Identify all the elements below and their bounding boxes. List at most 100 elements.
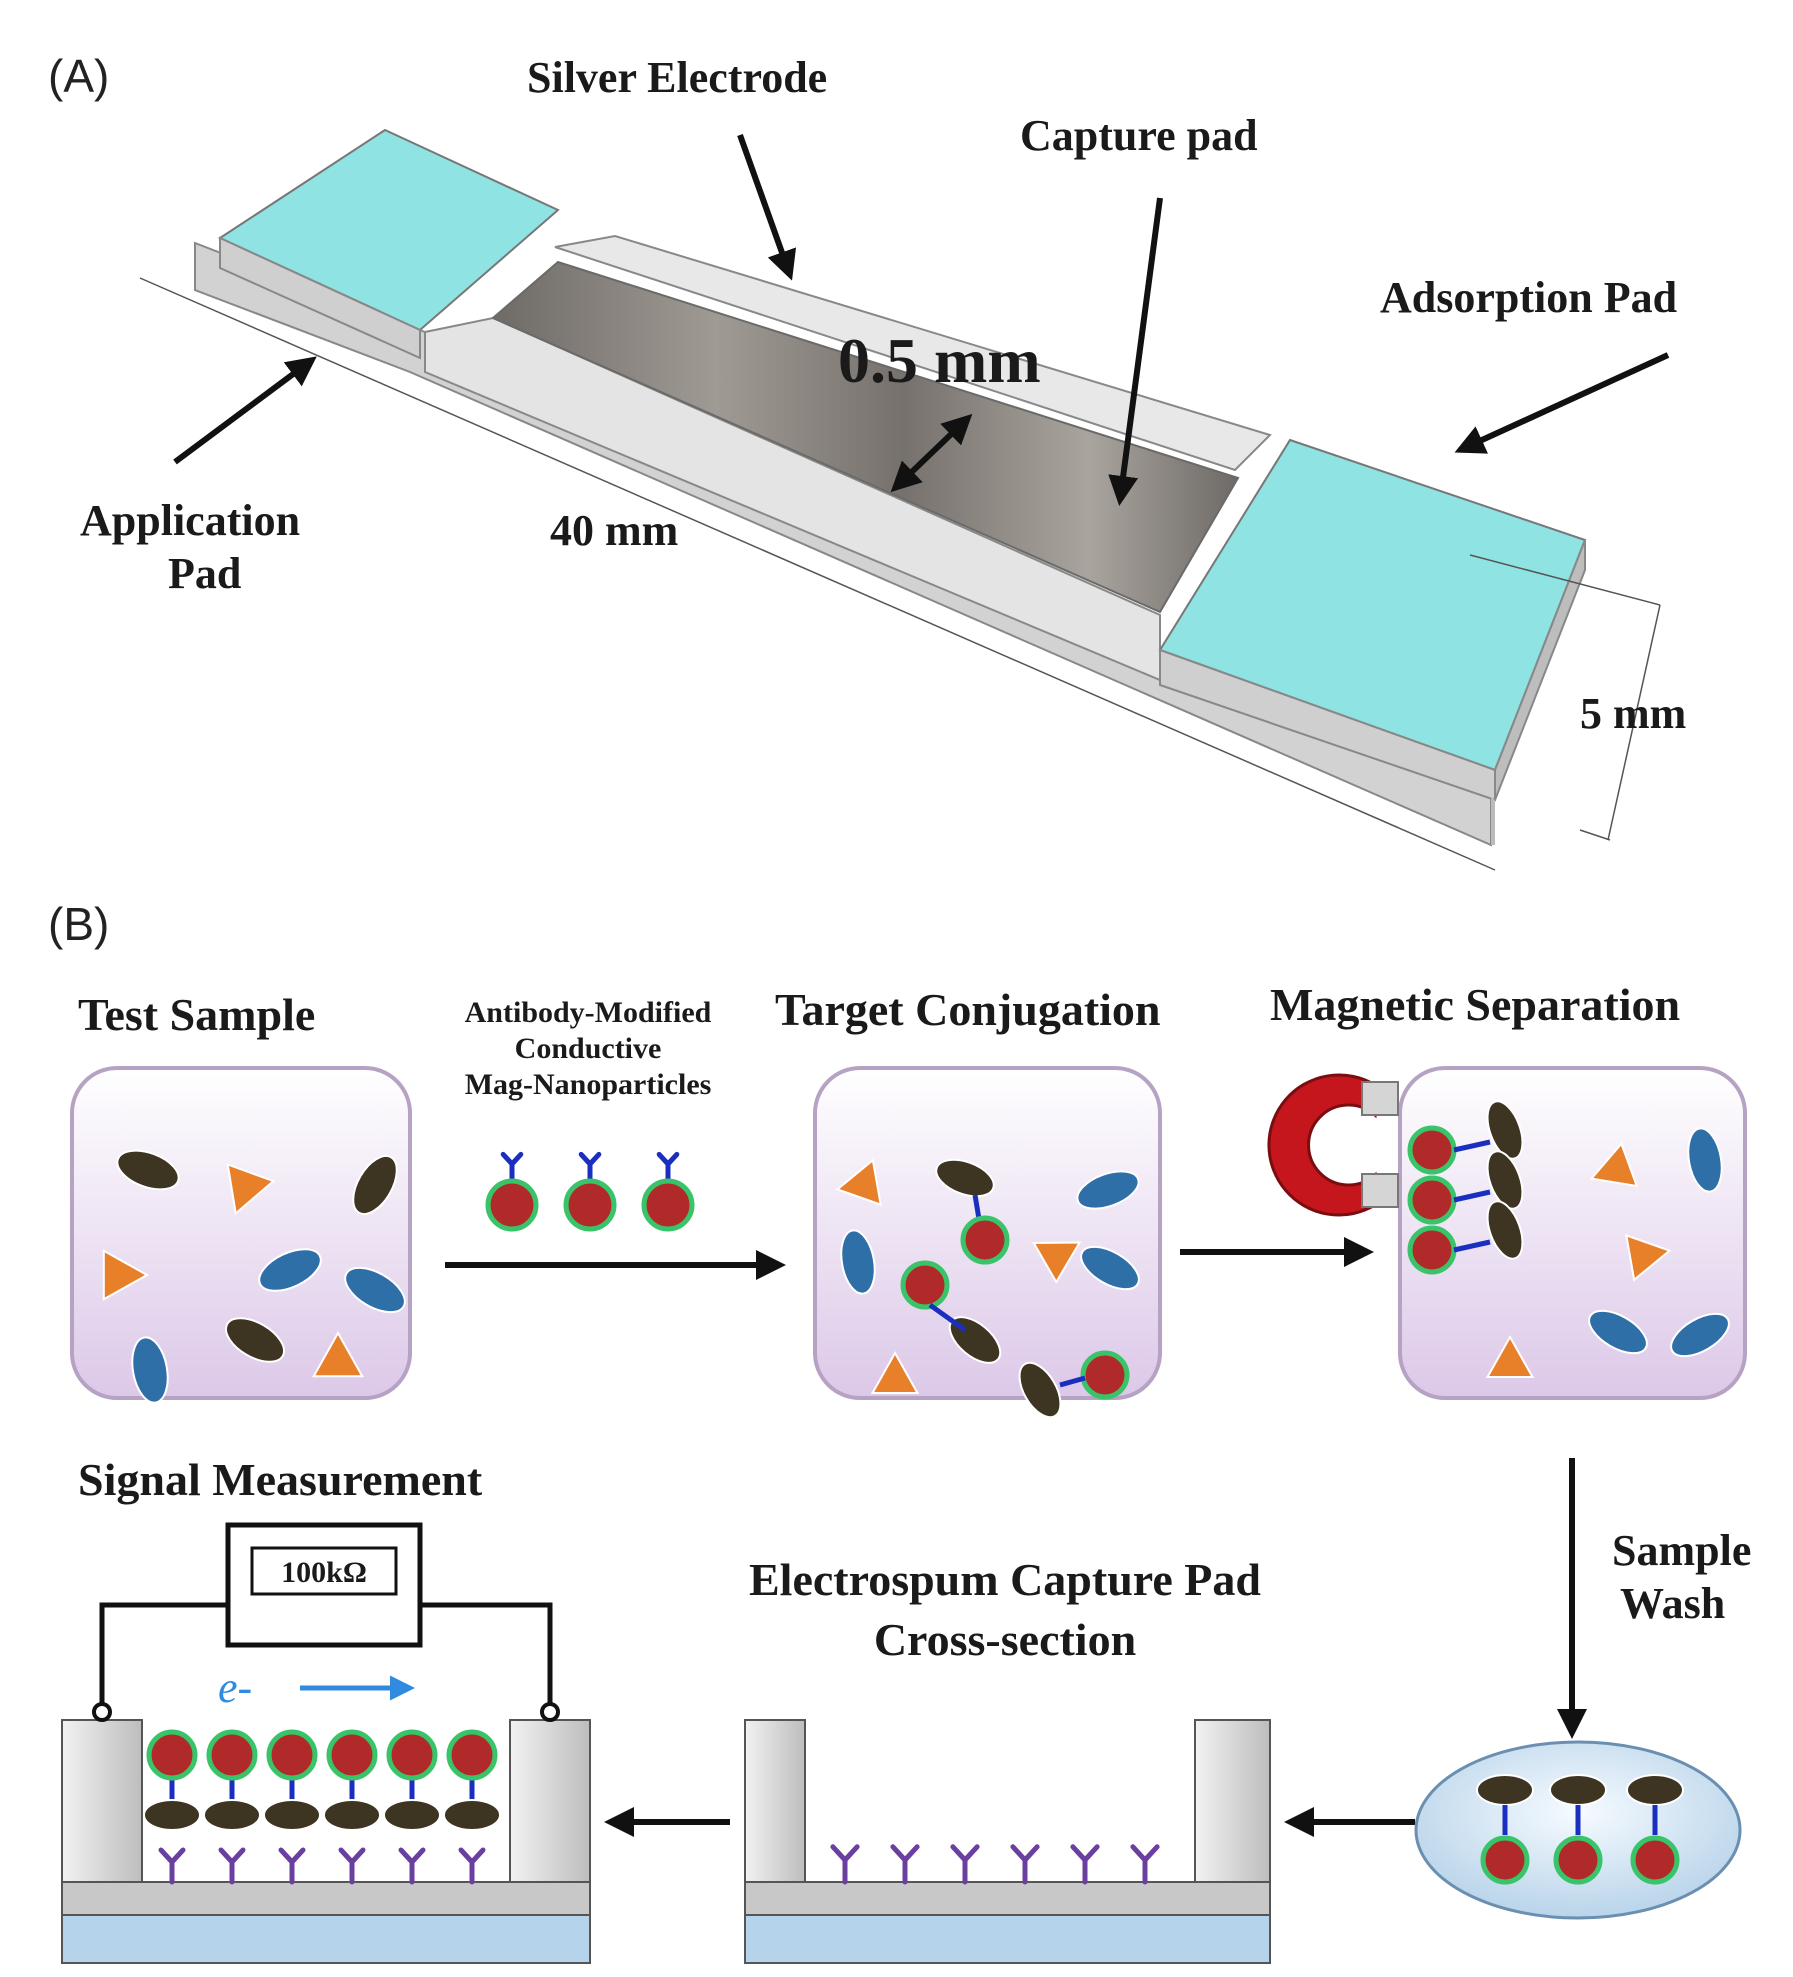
signal-pillar-right (509, 1719, 591, 1883)
magnet-icon (1267, 1073, 1399, 1217)
capture-antibody-arm-left (830, 1844, 848, 1863)
separated-target (1486, 1100, 1524, 1160)
label-application-pad-1: Application (80, 496, 300, 545)
capture-antibody-arm-right (1022, 1844, 1040, 1863)
washed-nanoparticle (1480, 1835, 1530, 1885)
bound-capture-antibody (278, 1847, 306, 1885)
free-nanoparticle (641, 1178, 695, 1232)
separated-nanoparticle (1407, 1125, 1457, 1175)
free-antibody-arm-right (509, 1151, 524, 1167)
conjugated-nanoparticle (960, 1215, 1010, 1265)
capture-antibody-arm-left (1010, 1844, 1028, 1863)
gap-arrow (890, 413, 973, 493)
free-antibody (500, 1151, 524, 1183)
free-nanoparticle (563, 1178, 617, 1232)
dimension-lines (139, 277, 1661, 871)
bound-capture-antibody-arm-left (218, 1847, 235, 1865)
blue-particle (1588, 1309, 1648, 1355)
washed-nanoparticle (1553, 1835, 1603, 1885)
free-antibody (656, 1151, 680, 1183)
blue-particle (258, 1248, 322, 1292)
bound-target (263, 1799, 321, 1831)
label-antibody-3: Mag-Nanoparticles (465, 1068, 712, 1101)
bound-capture-antibody-arm-left (338, 1847, 355, 1865)
bound-capture-antibody-arm-right (349, 1847, 366, 1865)
conjugate-link (928, 1302, 967, 1333)
bound-capture-antibody (218, 1847, 246, 1885)
bound-target (383, 1799, 441, 1831)
separation-box (1398, 1066, 1747, 1400)
label-silver-electrode: Silver Electrode (527, 53, 827, 102)
panel-a: (A) (48, 50, 1686, 871)
electrode-pillar-right (1194, 1719, 1271, 1883)
signal-pillar-left (61, 1719, 143, 1883)
bound-capture-antibody-arm-left (278, 1847, 295, 1865)
separated-link (1453, 1139, 1491, 1153)
capture-antibody-arm-right (1142, 1844, 1160, 1863)
bound-target (323, 1799, 381, 1831)
panel-b: (B) Test Sample Antibody-Modified Conduc… (48, 898, 1751, 1964)
electrode-rail-back (554, 234, 1272, 472)
label-sample-wash-2: Wash (1620, 1579, 1725, 1628)
free-antibody-arm-right (665, 1151, 680, 1167)
washed-target (1626, 1774, 1684, 1806)
free-antibody (578, 1151, 602, 1183)
bound-capture-antibody (398, 1847, 426, 1885)
electrode-pillar-left (744, 1719, 806, 1883)
free-nanoparticles (485, 1151, 695, 1232)
blue-particle (1076, 1170, 1140, 1210)
application-pad-arrow (173, 356, 317, 465)
label-target-conjugation: Target Conjugation (775, 984, 1161, 1035)
panel-a-arrows (173, 133, 1670, 506)
orange-particle (1485, 1334, 1535, 1378)
silver-electrode-arrow (737, 133, 797, 281)
electron-label: e- (218, 1663, 252, 1712)
capture-pad-arrow (1108, 197, 1163, 506)
capture-antibody (830, 1844, 860, 1885)
bound-capture-antibody-arm-left (458, 1847, 475, 1865)
orange-particle (870, 1350, 920, 1394)
separated-target (1486, 1150, 1524, 1210)
blue-particle (1687, 1127, 1723, 1193)
label-width: 5 mm (1580, 689, 1686, 738)
bound-nanoparticle (446, 1729, 498, 1781)
label-capture-pad-1: Electrospum Capture Pad (749, 1554, 1261, 1605)
application-pad-side (219, 236, 421, 360)
orange-particle (311, 1330, 365, 1378)
capture-antibody-arm-left (1130, 1844, 1148, 1863)
bound-target (203, 1799, 261, 1831)
separated-link (1453, 1239, 1491, 1253)
label-sample-wash-1: Sample (1612, 1526, 1751, 1575)
particles-layer (102, 1100, 1730, 1885)
orange-particle (1625, 1233, 1672, 1282)
capture-antibody (1130, 1844, 1160, 1885)
conjugated-nanoparticle (900, 1260, 950, 1310)
capture-membrane (491, 260, 1240, 614)
label-length: 40 mm (550, 506, 678, 555)
capture-antibody (890, 1844, 920, 1885)
capture-antibody-arm-right (962, 1844, 980, 1863)
capture-antibody (1010, 1844, 1040, 1885)
bound-capture-antibody-arm-right (229, 1847, 246, 1865)
adsorption-pad-arrow (1454, 352, 1670, 454)
blue-particle (344, 1266, 406, 1314)
flow-arrows (445, 1237, 1587, 1837)
test-strip (194, 128, 1587, 847)
capture-antibody-arm-left (950, 1844, 968, 1863)
blue-particle (131, 1336, 169, 1404)
conjugate-link (1059, 1375, 1086, 1388)
capture-antibody (950, 1844, 980, 1885)
bound-target (143, 1799, 201, 1831)
target-particle (935, 1158, 995, 1198)
bound-capture-antibody-arm-left (158, 1847, 175, 1865)
label-capture-pad-2: Cross-section (874, 1614, 1136, 1665)
capture-antibody-arm-left (890, 1844, 908, 1863)
bound-nanoparticle (386, 1729, 438, 1781)
electrode-rail-front (424, 316, 1161, 682)
label-signal-measurement: Signal Measurement (78, 1454, 483, 1505)
capture-antibody-arm-right (1082, 1844, 1100, 1863)
bound-capture-antibody (458, 1847, 486, 1885)
target-particle (1018, 1361, 1062, 1419)
orange-particle (102, 1248, 150, 1302)
